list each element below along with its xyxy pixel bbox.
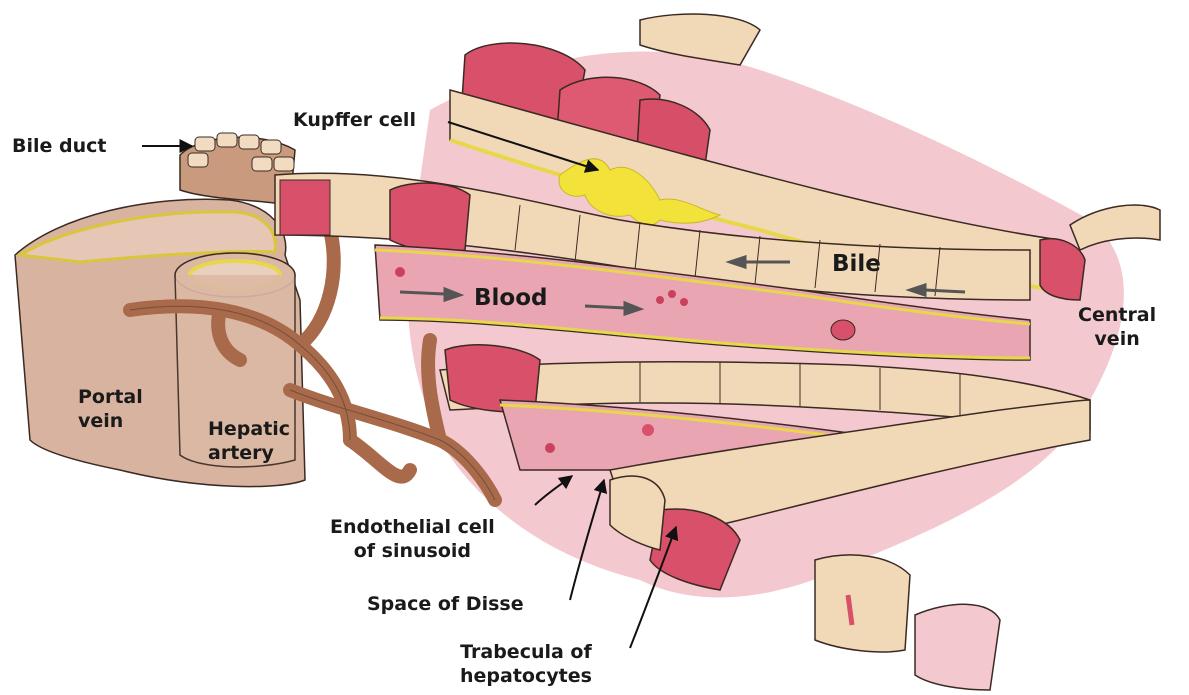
label-central-vein: Central vein <box>1078 303 1156 351</box>
label-blood: Blood <box>474 286 547 310</box>
label-hepatic-artery: Hepatic artery <box>208 417 290 465</box>
label-kupffer-cell: Kupffer cell <box>293 108 416 132</box>
label-portal-vein-line2: vein <box>78 409 143 433</box>
label-trabecula: Trabecula of hepatocytes <box>460 640 592 688</box>
label-space-of-disse: Space of Disse <box>367 592 524 616</box>
label-trabecula-line2: hepatocytes <box>460 664 592 688</box>
label-trabecula-line1: Trabecula of <box>460 640 592 664</box>
label-central-vein-line1: Central <box>1078 303 1156 327</box>
label-endothelial-cell: Endothelial cell of sinusoid <box>330 515 495 563</box>
label-portal-vein: Portal vein <box>78 385 143 433</box>
label-bile: Bile <box>832 252 881 276</box>
red-blood-cell <box>831 320 855 340</box>
label-bile-duct: Bile duct <box>12 134 106 158</box>
label-hepatic-artery-line2: artery <box>208 441 290 465</box>
label-hepatic-artery-line1: Hepatic <box>208 417 290 441</box>
label-central-vein-line2: vein <box>1078 327 1156 351</box>
label-endothelial-cell-line1: Endothelial cell <box>330 515 495 539</box>
label-portal-vein-line1: Portal <box>78 385 143 409</box>
label-endothelial-cell-line2: of sinusoid <box>330 539 495 563</box>
hepatocyte-fragment <box>815 555 910 652</box>
central-vein <box>1070 205 1160 250</box>
